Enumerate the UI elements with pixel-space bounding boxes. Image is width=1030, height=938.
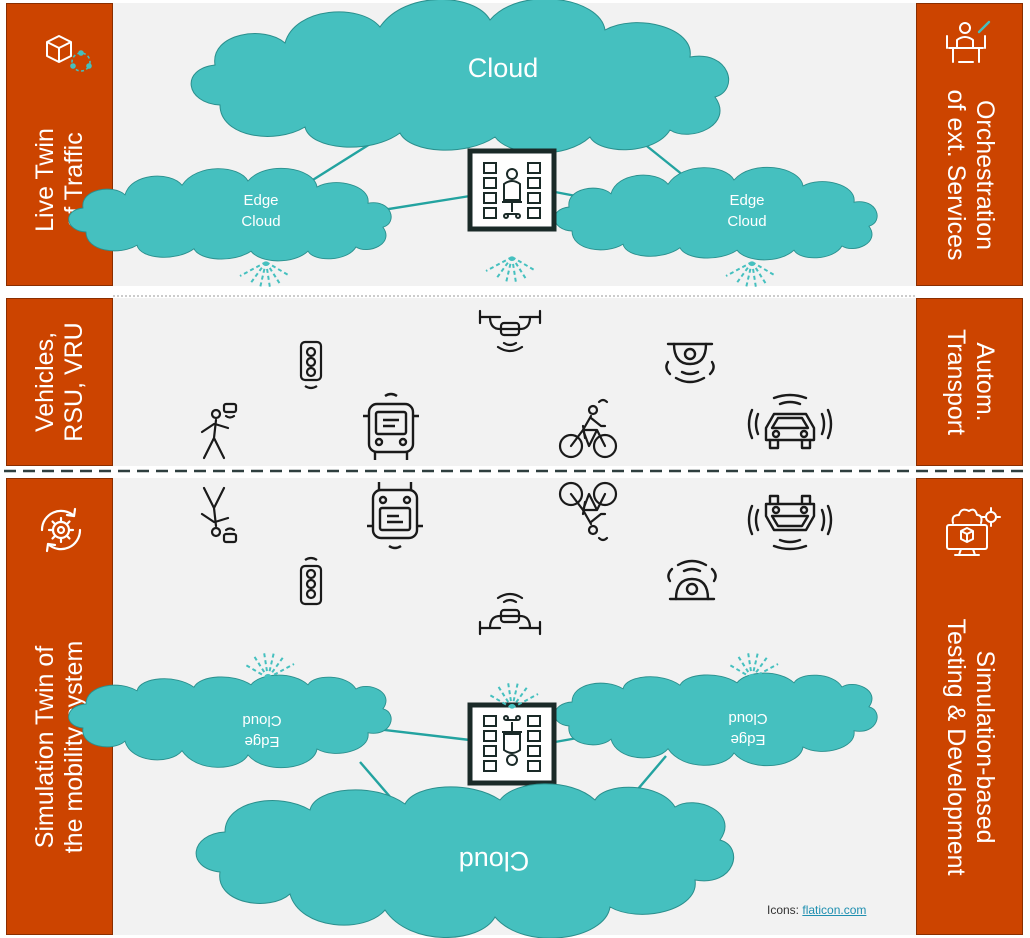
sidebar-vehicles: Vehicles, RSU, VRU <box>6 298 113 466</box>
bottom-cloud-text: Cloud <box>459 846 530 876</box>
bottom-edge-left-text: Edge Cloud <box>242 712 281 750</box>
sim-car-icon <box>747 494 833 551</box>
bottom-hub-server-icon <box>470 705 554 783</box>
sim-roadside-unit-icon <box>667 559 717 601</box>
gear-cycle-icon <box>40 507 82 553</box>
icons-credit: Icons: flaticon.com <box>767 903 866 917</box>
top-edge-left-line1: Edge <box>243 192 278 209</box>
bottom-edge-left-line1: Edge <box>244 733 279 750</box>
cyclist-icon <box>558 398 618 459</box>
bottom-edge-right-text: Edge Cloud <box>728 710 767 748</box>
bottom-edge-cloud-right <box>554 672 878 767</box>
sidebar-autom-transport: Autom. Transport <box>916 298 1023 466</box>
middle-panel <box>113 298 916 466</box>
sidebar-simulation-testing: Simulation-based Testing & Development <box>916 478 1023 935</box>
orchestration-person-icon <box>946 20 991 63</box>
top-edge-left-line2: Cloud <box>241 213 280 230</box>
package-network-icon <box>46 35 92 72</box>
top-edge-right-line2: Cloud <box>727 213 766 230</box>
traffic-light-icon <box>299 340 323 390</box>
car-icon <box>747 393 833 450</box>
monitor-cloud-gear-icon <box>946 507 1001 556</box>
top-edge-cloud-right <box>554 166 878 261</box>
top-edge-cloud-left <box>68 167 392 262</box>
top-hub-signal <box>485 256 537 284</box>
top-cloud-label: Cloud <box>468 53 539 83</box>
sim-cyclist-icon <box>558 481 618 542</box>
bottom-edge-left-line2: Cloud <box>242 712 281 729</box>
flaticon-link[interactable]: flaticon.com <box>802 903 867 917</box>
drone-icon <box>478 309 542 353</box>
pedestrian-icon <box>200 402 238 460</box>
top-cloud <box>190 0 730 154</box>
bottom-edge-cloud-left <box>68 674 392 769</box>
credit-prefix: Icons: <box>767 903 803 917</box>
bottom-edge-left-signal <box>243 651 295 679</box>
top-hub-server-icon <box>470 151 554 229</box>
top-edge-right-line1: Edge <box>729 192 764 209</box>
roadside-unit-icon <box>665 342 715 384</box>
bottom-cloud-label: Cloud <box>459 846 530 876</box>
sim-pedestrian-icon <box>200 486 238 544</box>
sim-bus-icon <box>367 482 423 550</box>
sim-traffic-light-icon <box>299 556 323 606</box>
bottom-edge-right-line2: Cloud <box>728 710 767 727</box>
sim-drone-icon <box>478 592 542 636</box>
top-edge-right-signal <box>725 261 777 289</box>
top-edge-left-signal <box>239 261 291 289</box>
bottom-edge-right-line1: Edge <box>730 731 765 748</box>
sidebar-orchestration: Orchestration of ext. Services <box>916 3 1023 286</box>
bus-icon <box>363 392 419 460</box>
